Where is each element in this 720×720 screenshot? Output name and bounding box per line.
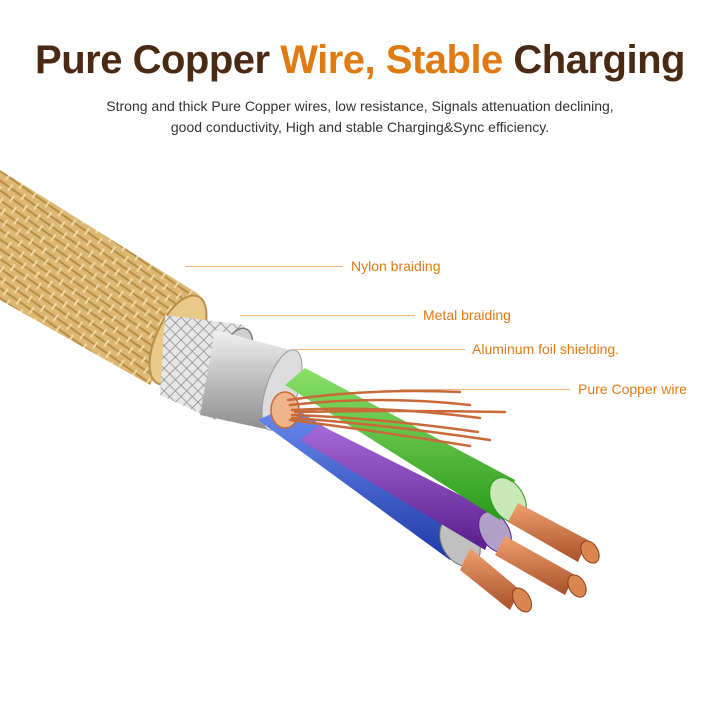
title-part-2: Wire, Stable <box>280 38 503 82</box>
leader-line-metal <box>240 315 415 316</box>
title-part-3: Charging <box>513 38 685 82</box>
leader-line-foil <box>295 349 465 350</box>
green-wire <box>285 368 600 564</box>
label-aluminum-foil: Aluminum foil shielding. <box>472 341 620 357</box>
label-nylon-braiding: Nylon braiding <box>351 258 441 274</box>
exposed-copper-strands <box>270 389 507 448</box>
leader-line-nylon <box>185 266 343 267</box>
title-part-1: Pure Copper <box>35 38 270 82</box>
subtitle-line-1: Strong and thick Pure Copper wires, low … <box>106 98 614 114</box>
label-metal-braiding: Metal braiding <box>423 307 511 323</box>
page-title: Pure Copper Wire, Stable Charging <box>0 38 720 83</box>
subtitle-line-2: good conductivity, High and stable Charg… <box>170 119 550 135</box>
purple-wire <box>300 425 587 598</box>
subtitle: Strong and thick Pure Copper wires, low … <box>20 96 700 138</box>
leader-line-copper <box>400 389 570 390</box>
label-pure-copper-wire: Pure Copper wire <box>578 381 687 397</box>
